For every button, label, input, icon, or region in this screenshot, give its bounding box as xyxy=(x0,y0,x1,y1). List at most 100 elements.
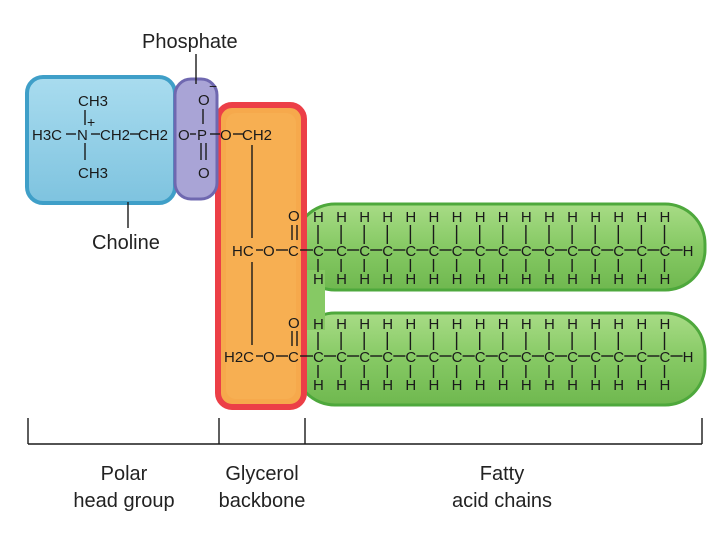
chain-upper-c: C xyxy=(452,243,463,260)
chain-lower-h-bottom: H xyxy=(359,377,370,394)
ch2-first: CH2 xyxy=(100,127,130,144)
chain-lower-c: C xyxy=(613,349,624,366)
glycerol-label-line2: backbone xyxy=(219,490,306,512)
chain-upper-h-bottom: H xyxy=(359,271,370,288)
choline-label: Choline xyxy=(92,232,160,254)
glycerol-hc: HC xyxy=(232,243,254,260)
chain-lower-h-top: H xyxy=(452,316,463,333)
chain-lower-h-top: H xyxy=(613,316,624,333)
chain-lower-c: C xyxy=(313,349,324,366)
chain-upper-h-top: H xyxy=(429,209,440,226)
chain-lower-h-bottom: H xyxy=(660,377,671,394)
chain-upper-h-top: H xyxy=(498,209,509,226)
chain-upper-c: C xyxy=(382,243,393,260)
glycerol-o-1: O xyxy=(263,243,275,260)
chain-upper-h-top: H xyxy=(382,209,393,226)
chain-lower-h-top: H xyxy=(567,316,578,333)
chain-upper-h-top: H xyxy=(336,209,347,226)
phosphate-structure: O − O P O O CH2 xyxy=(178,78,272,182)
fatty-acid-atoms: HCHHCHHCHHCHHCHHCHHCHHCHHCHHCHHCHHCHHCHH… xyxy=(300,209,693,394)
chain-upper-c: C xyxy=(498,243,509,260)
chain-upper-h-top: H xyxy=(613,209,624,226)
fatty-label-line2: acid chains xyxy=(452,490,552,512)
phosphate-label: Phosphate xyxy=(142,31,238,53)
phosphate-o-top: O xyxy=(198,92,210,109)
chain-lower-h-top: H xyxy=(429,316,440,333)
chain-upper-h-bottom: H xyxy=(498,271,509,288)
chain-lower-h-bottom: H xyxy=(336,377,347,394)
chain-lower-h-bottom: H xyxy=(405,377,416,394)
chain-upper-c: C xyxy=(313,243,324,260)
h3c-group: H3C xyxy=(32,127,62,144)
chain-upper-h-bottom: H xyxy=(544,271,555,288)
o-ester-choline: O xyxy=(178,127,190,144)
chain-upper-h-top: H xyxy=(567,209,578,226)
phosphorus-atom: P xyxy=(197,127,207,144)
phosphate-o-bottom: O xyxy=(198,165,210,182)
chain-upper-h-bottom: H xyxy=(313,271,324,288)
chain-upper-h-bottom: H xyxy=(405,271,416,288)
chain-lower-c: C xyxy=(567,349,578,366)
phosphate-minus: − xyxy=(209,78,217,94)
chain-upper-h-bottom: H xyxy=(613,271,624,288)
chain-lower-h-bottom: H xyxy=(590,377,601,394)
chain-lower-h-bottom: H xyxy=(313,377,324,394)
chain-upper-h-top: H xyxy=(636,209,647,226)
carbonyl-o-1: O xyxy=(288,208,300,225)
chain-lower-h-top: H xyxy=(336,316,347,333)
fatty-label-line1: Fatty xyxy=(480,463,524,485)
phosphate-o-link: O xyxy=(220,127,232,144)
chain-lower-c: C xyxy=(521,349,532,366)
chain-lower-h-top: H xyxy=(544,316,555,333)
chain-lower-h-bottom: H xyxy=(613,377,624,394)
ester-c-2: C xyxy=(288,349,299,366)
chain-lower-c: C xyxy=(336,349,347,366)
chain-lower-c: C xyxy=(405,349,416,366)
region-brackets xyxy=(27,418,703,445)
ester-c-1: C xyxy=(288,243,299,260)
chain-upper-h-bottom: H xyxy=(660,271,671,288)
chain-lower-h-bottom: H xyxy=(429,377,440,394)
chain-upper-h-end: H xyxy=(683,243,694,260)
glycerol-o-2: O xyxy=(263,349,275,366)
ch2-second: CH2 xyxy=(138,127,168,144)
chain-upper-c: C xyxy=(613,243,624,260)
chain-upper-h-bottom: H xyxy=(590,271,601,288)
choline-structure: CH3 H3C N + CH2 CH2 CH3 xyxy=(32,93,168,182)
chain-upper-h-bottom: H xyxy=(336,271,347,288)
chain-lower-h-bottom: H xyxy=(567,377,578,394)
chain-lower-h-top: H xyxy=(313,316,324,333)
chain-lower-c: C xyxy=(544,349,555,366)
chain-lower-c: C xyxy=(429,349,440,366)
chain-lower-h-bottom: H xyxy=(475,377,486,394)
chain-upper-h-bottom: H xyxy=(567,271,578,288)
chain-lower-c: C xyxy=(359,349,370,366)
chain-lower-h-top: H xyxy=(498,316,509,333)
chain-lower-c: C xyxy=(475,349,486,366)
chain-upper-c: C xyxy=(405,243,416,260)
glycerol-h2c: H2C xyxy=(224,349,254,366)
chain-upper-h-top: H xyxy=(359,209,370,226)
chain-upper-c: C xyxy=(521,243,532,260)
chain-upper-c: C xyxy=(336,243,347,260)
ch3-top: CH3 xyxy=(78,93,108,110)
chain-lower-h-end: H xyxy=(683,349,694,366)
chain-upper-c: C xyxy=(544,243,555,260)
chain-upper-h-top: H xyxy=(660,209,671,226)
chain-lower-c: C xyxy=(636,349,647,366)
chain-lower-c: C xyxy=(498,349,509,366)
chain-upper-h-top: H xyxy=(475,209,486,226)
glycerol-label-line1: Glycerol xyxy=(225,463,298,485)
chain-lower-c: C xyxy=(590,349,601,366)
chain-lower-h-top: H xyxy=(359,316,370,333)
chain-upper-c: C xyxy=(590,243,601,260)
polar-head-label-line1: Polar xyxy=(101,463,148,485)
chain-upper-c: C xyxy=(475,243,486,260)
chain-upper-h-top: H xyxy=(544,209,555,226)
nitrogen-atom: N xyxy=(77,127,88,144)
chain-lower-h-bottom: H xyxy=(521,377,532,394)
chain-lower-h-top: H xyxy=(590,316,601,333)
chain-upper-h-bottom: H xyxy=(475,271,486,288)
chain-lower-h-bottom: H xyxy=(544,377,555,394)
